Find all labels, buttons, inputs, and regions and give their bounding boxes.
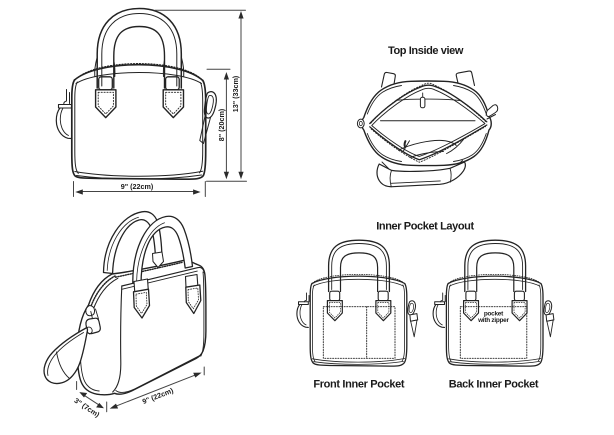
svg-text:13" (33cm): 13" (33cm) [231,75,240,112]
svg-text:Inner Pocket Layout: Inner Pocket Layout [376,221,474,233]
svg-text:pocket: pocket [484,311,504,318]
svg-text:3" (7cm): 3" (7cm) [72,396,101,420]
svg-text:9" (22cm): 9" (22cm) [141,386,175,406]
svg-text:8" (20cm): 8" (20cm) [217,108,226,141]
svg-text:Back Inner Pocket: Back Inner Pocket [449,378,539,390]
svg-text:Top Inside view: Top Inside view [388,45,464,57]
svg-text:Front Inner Pocket: Front Inner Pocket [313,378,405,390]
svg-text:9" (22cm): 9" (22cm) [121,182,154,191]
svg-text:with zipper: with zipper [477,317,509,324]
